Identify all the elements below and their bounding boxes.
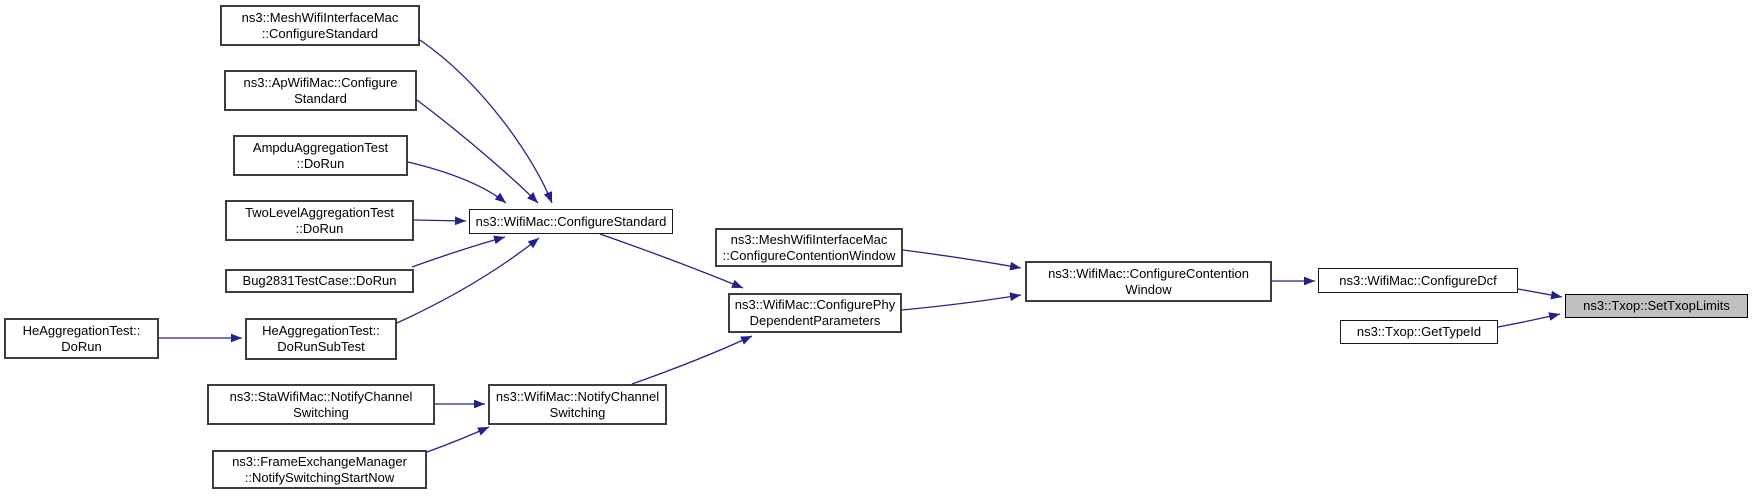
node-ap-wifi-mac-configure-standard[interactable]: ns3::ApWifiMac::Configure Standard: [224, 70, 417, 111]
node-label: HeAggregationTest:: DoRunSubTest: [262, 323, 380, 354]
edge-wifi-mac-configure-dcf-to-txop-set-txop-limits: [1517, 288, 1563, 300]
node-label: ns3::WifiMac::ConfigurePhy DependentPara…: [734, 297, 896, 328]
node-label: ns3::Txop::GetTypeId: [1356, 324, 1482, 339]
node-label: ns3::ApWifiMac::Configure Standard: [243, 74, 398, 106]
node-label: ns3::WifiMac::ConfigureDcf: [1339, 272, 1497, 288]
node-he-aggregation-test-do-run-sub-test[interactable]: HeAggregationTest:: DoRunSubTest: [245, 318, 397, 360]
edge-two-level-aggregation-test-do-run-to-wifi-mac-configure-standard: [413, 216, 467, 226]
edge-wifi-mac-configure-phy-dependent-parameters-to-wifi-mac-configure-contention-window: [901, 292, 1022, 311]
node-frame-exchange-manager-notify-switching-start-now[interactable]: ns3::FrameExchangeManager ::NotifySwitch…: [212, 450, 427, 489]
node-mesh-wifi-interface-mac-configure-contention-window[interactable]: ns3::MeshWifiInterfaceMac ::ConfigureCon…: [715, 228, 903, 267]
edge-txop-get-type-id-to-txop-set-txop-limits: [1497, 312, 1561, 328]
node-txop-get-type-id[interactable]: ns3::Txop::GetTypeId: [1340, 320, 1498, 344]
edge-mesh-wifi-interface-mac-configure-contention-window-to-wifi-mac-configure-contention-window: [902, 249, 1022, 271]
edge-wifi-mac-notify-channel-switching-to-wifi-mac-configure-phy-dependent-parameters: [631, 335, 753, 385]
edge-ap-wifi-mac-configure-standard-to-wifi-mac-configure-standard: [416, 99, 539, 204]
node-label: ns3::WifiMac::ConfigureStandard: [475, 213, 667, 229]
node-bug2831-test-case-do-run[interactable]: Bug2831TestCase::DoRun: [225, 269, 414, 293]
node-label: ns3::StaWifiMac::NotifyChannel Switching: [229, 388, 413, 420]
edge-frame-exchange-manager-notify-switching-start-now-to-wifi-mac-notify-channel-switching: [426, 426, 490, 453]
node-wifi-mac-notify-channel-switching[interactable]: ns3::WifiMac::NotifyChannel Switching: [488, 384, 667, 425]
node-label: Bug2831TestCase::DoRun: [242, 273, 397, 288]
node-label: ns3::MeshWifiInterfaceMac ::ConfigureSta…: [241, 9, 399, 41]
node-label: ns3::FrameExchangeManager ::NotifySwitch…: [232, 453, 407, 485]
node-label: ns3::WifiMac::ConfigureContention Window: [1048, 265, 1249, 297]
edge-bug2831-test-case-do-run-to-wifi-mac-configure-standard: [411, 235, 506, 268]
node-wifi-mac-configure-standard[interactable]: ns3::WifiMac::ConfigureStandard: [469, 209, 673, 234]
node-he-aggregation-test-do-run[interactable]: HeAggregationTest:: DoRun: [4, 318, 159, 359]
node-label: HeAggregationTest:: DoRun: [22, 322, 141, 354]
node-label: ns3::MeshWifiInterfaceMac ::ConfigureCon…: [722, 231, 896, 263]
edge-wifi-mac-configure-standard-to-wifi-mac-configure-phy-dependent-parameters: [599, 233, 744, 289]
node-wifi-mac-configure-phy-dependent-parameters[interactable]: ns3::WifiMac::ConfigurePhy DependentPara…: [728, 293, 902, 333]
node-wifi-mac-configure-dcf[interactable]: ns3::WifiMac::ConfigureDcf: [1318, 268, 1518, 293]
edge-mesh-wifi-interface-mac-configure-standard-to-wifi-mac-configure-standard: [419, 39, 553, 204]
node-label: ns3::Txop::SetTxopLimits: [1583, 298, 1730, 313]
node-wifi-mac-configure-contention-window[interactable]: ns3::WifiMac::ConfigureContention Window: [1025, 261, 1272, 302]
node-ampdu-aggregation-test-do-run[interactable]: AmpduAggregationTest ::DoRun: [233, 135, 408, 176]
node-label: TwoLevelAggregationTest ::DoRun: [245, 204, 394, 236]
node-label: ns3::WifiMac::NotifyChannel Switching: [495, 388, 660, 420]
edge-he-aggregation-test-do-run-sub-test-to-wifi-mac-configure-standard: [396, 237, 540, 324]
node-txop-set-txop-limits: ns3::Txop::SetTxopLimits: [1565, 294, 1748, 318]
edge-ampdu-aggregation-test-do-run-to-wifi-mac-configure-standard: [407, 161, 507, 204]
node-label: AmpduAggregationTest ::DoRun: [252, 139, 389, 171]
node-mesh-wifi-interface-mac-configure-standard[interactable]: ns3::MeshWifiInterfaceMac ::ConfigureSta…: [220, 5, 420, 46]
node-two-level-aggregation-test-do-run[interactable]: TwoLevelAggregationTest ::DoRun: [225, 200, 414, 241]
node-sta-wifi-mac-notify-channel-switching[interactable]: ns3::StaWifiMac::NotifyChannel Switching: [207, 384, 435, 425]
